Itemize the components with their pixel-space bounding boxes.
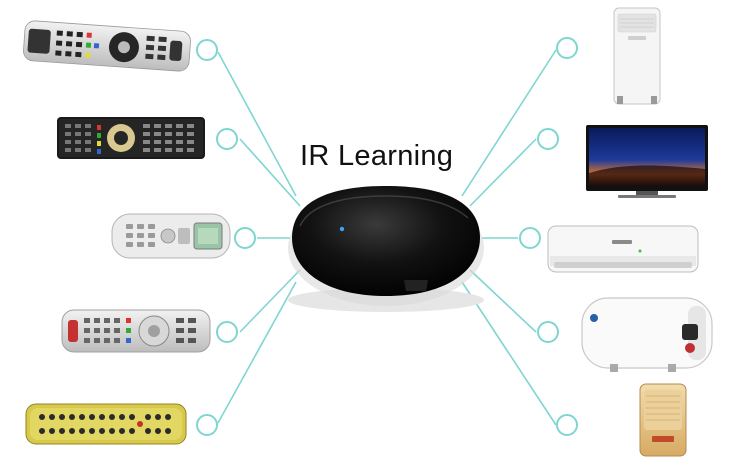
connector-line (461, 49, 557, 197)
diagram-title: IR Learning (300, 140, 454, 172)
connector-line (239, 138, 301, 207)
connector-line (217, 281, 297, 424)
split-air-conditioner-icon (547, 225, 699, 273)
node-circle (519, 227, 541, 249)
node-circle (196, 39, 218, 61)
node-circle (537, 128, 559, 150)
portable-air-conditioner-icon (613, 7, 661, 105)
node-circle (234, 227, 256, 249)
yellow-universal-remote-icon (25, 403, 187, 445)
node-circle (216, 321, 238, 343)
black-tv-remote-icon (57, 117, 205, 159)
connector-line (239, 269, 301, 333)
connector-lines (217, 49, 557, 426)
node-circle (537, 321, 559, 343)
connector-line (461, 281, 557, 426)
connector-line (469, 269, 537, 333)
connector-line (217, 51, 297, 197)
ir-blaster-hub-icon (288, 186, 484, 312)
node-circle (196, 414, 218, 436)
node-circle (556, 414, 578, 436)
connector-nodes (196, 37, 578, 436)
node-circle (216, 128, 238, 150)
television-icon (586, 125, 708, 198)
connector-line (469, 138, 537, 207)
water-heater-icon (581, 297, 713, 372)
ac-remote-icon (111, 213, 231, 259)
node-circle (556, 37, 578, 59)
air-purifier-icon (639, 383, 687, 457)
set-top-box-remote-icon (61, 309, 211, 353)
silver-tv-remote-icon (23, 20, 191, 72)
